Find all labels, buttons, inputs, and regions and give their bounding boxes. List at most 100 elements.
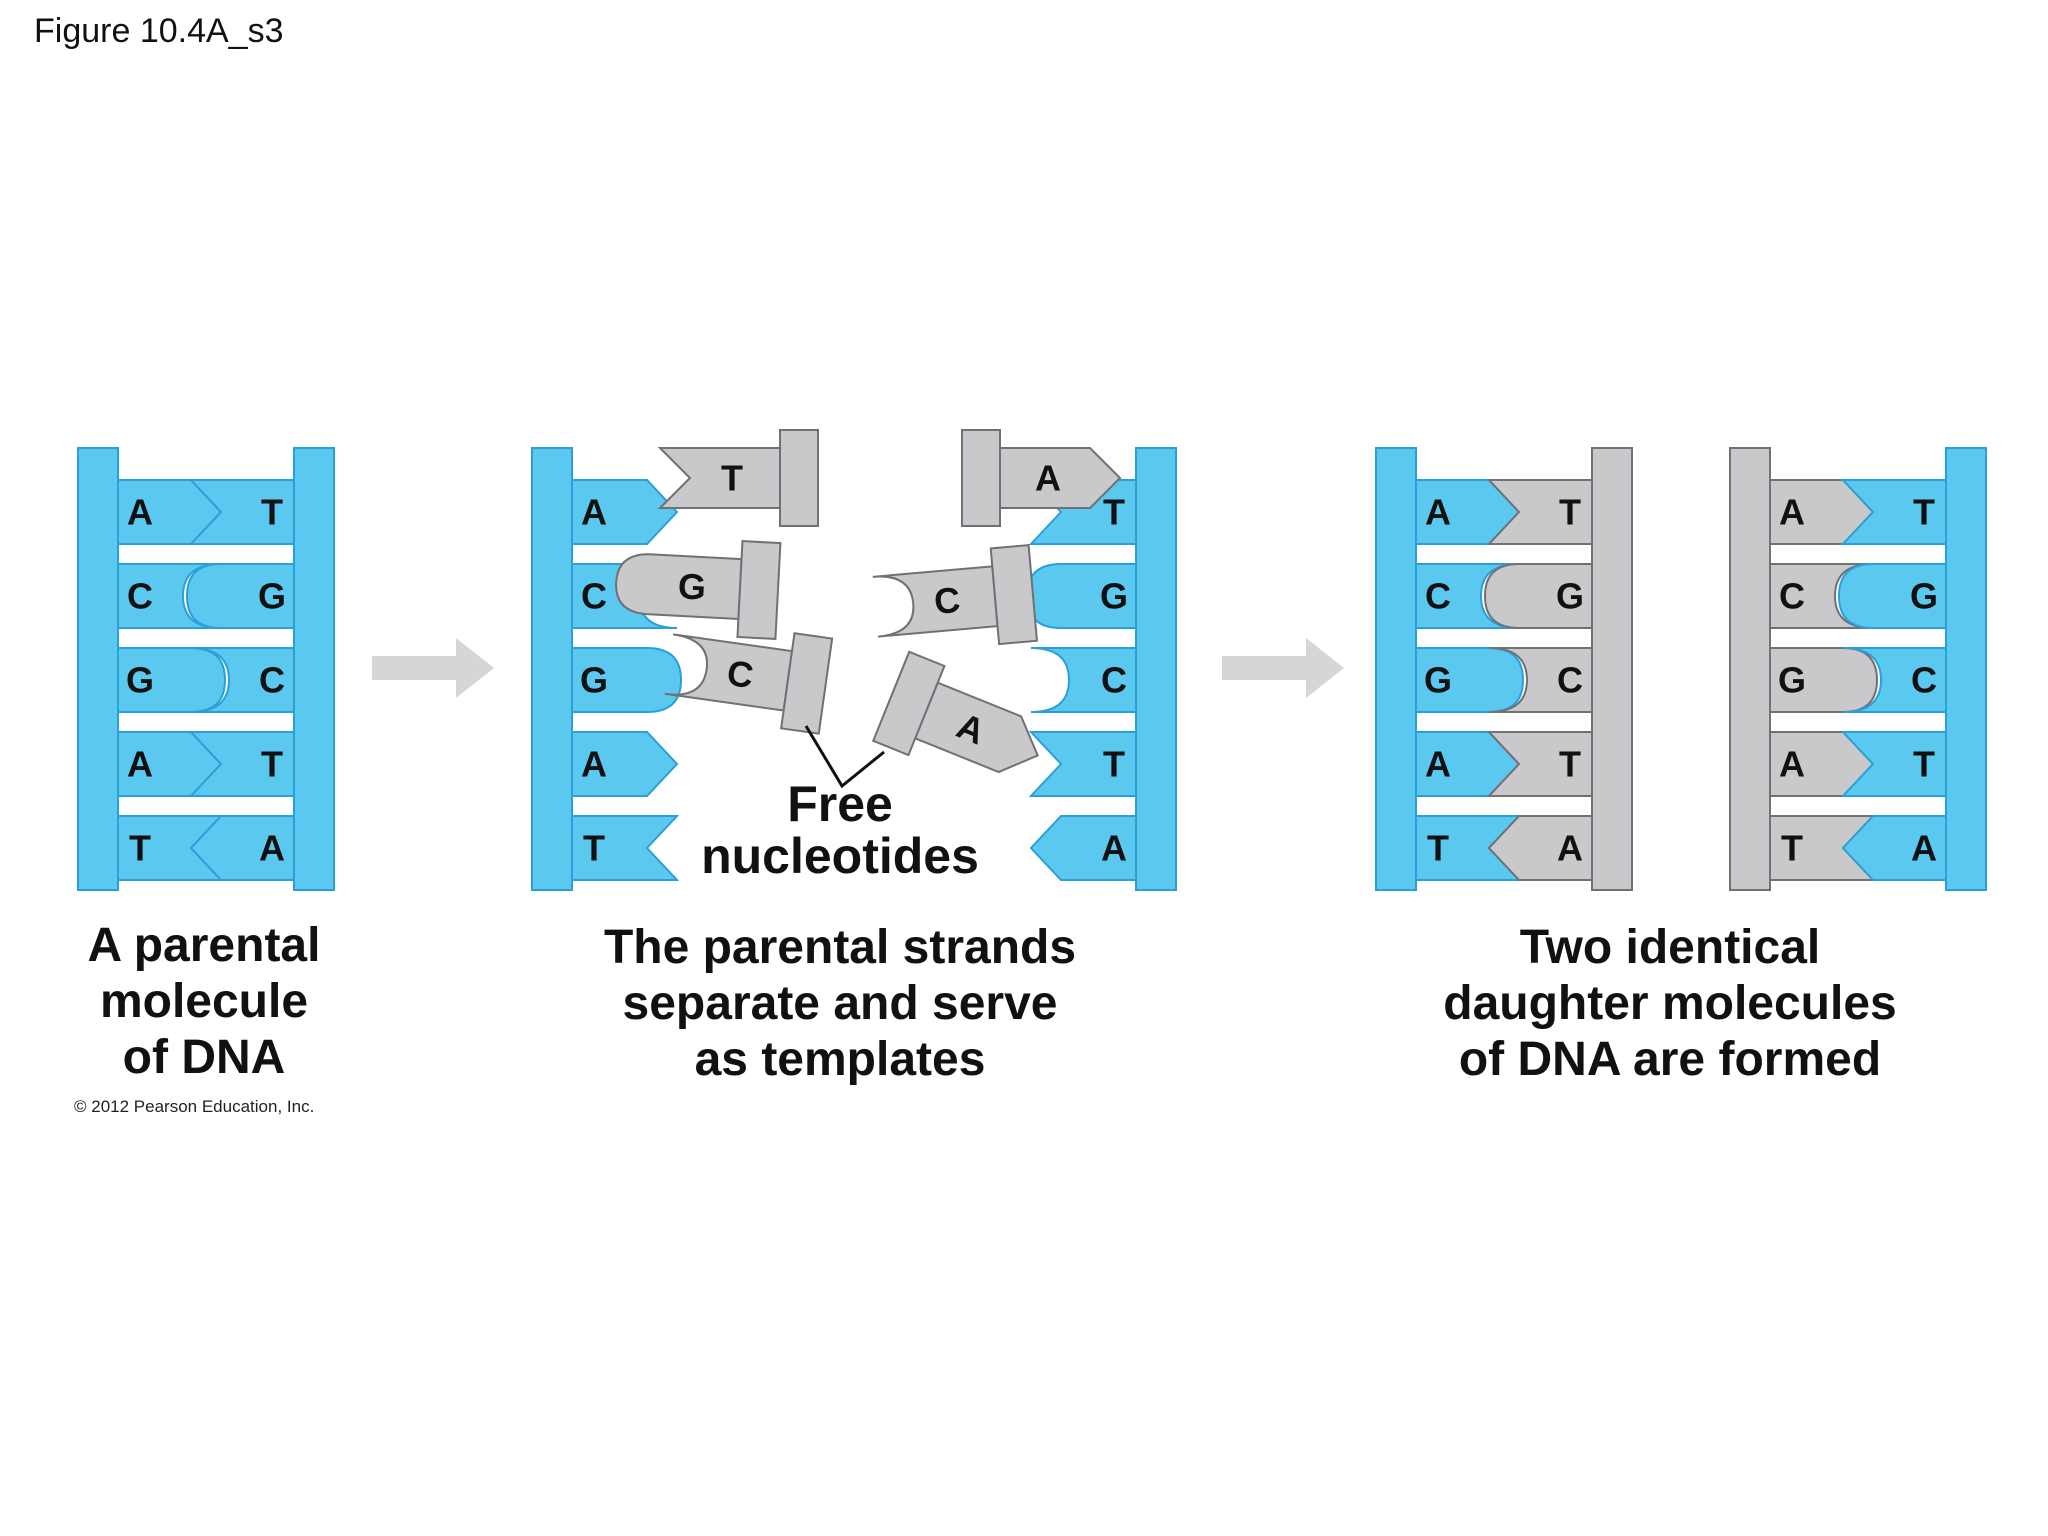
free-nucleotide: C bbox=[872, 544, 1039, 646]
process-arrows bbox=[372, 638, 1344, 698]
base-letter: T bbox=[1913, 744, 1935, 785]
free-backbone-stub bbox=[871, 650, 946, 757]
base-letter: T bbox=[583, 828, 605, 869]
base-letter: G bbox=[1778, 660, 1806, 701]
base-letter: T bbox=[1427, 828, 1449, 869]
free-nucleotides-label: Free nucleotides bbox=[680, 778, 1000, 882]
base-letter: T bbox=[1559, 744, 1581, 785]
base-letter: A bbox=[581, 744, 607, 785]
base-letter: T bbox=[261, 744, 283, 785]
base-letter: G bbox=[1424, 660, 1452, 701]
template-base-left bbox=[571, 815, 680, 881]
base-right bbox=[1840, 479, 1947, 545]
base-letter: T bbox=[1913, 492, 1935, 533]
right-arrow-icon bbox=[372, 638, 494, 698]
base-letter: G bbox=[1556, 576, 1584, 617]
caption-line: as templates bbox=[694, 1033, 986, 1086]
sugar-phosphate-backbone bbox=[293, 447, 335, 891]
free-label-line: nucleotides bbox=[701, 828, 979, 884]
caption-line: The parental strands bbox=[603, 921, 1077, 974]
template-base-right bbox=[1028, 731, 1137, 797]
base-letter: A bbox=[127, 492, 153, 533]
caption-daughter-molecules: Two identical daughter molecules of DNA … bbox=[1390, 920, 1950, 1088]
caption-line: of DNA bbox=[122, 1031, 286, 1084]
base-letter: C bbox=[1425, 576, 1451, 617]
base-letter: A bbox=[1779, 492, 1805, 533]
free-nucleotide: T bbox=[657, 429, 819, 527]
free-backbone-stub bbox=[779, 632, 834, 735]
caption-parental-molecule: A parental molecule of DNA bbox=[54, 918, 354, 1086]
base-right bbox=[1486, 479, 1593, 545]
free-nucleotide: A bbox=[871, 650, 1040, 774]
daughter-molecule-1: A T C G G C A T T A bbox=[1375, 447, 1633, 891]
copyright-notice: © 2012 Pearson Education, Inc. bbox=[74, 1097, 315, 1116]
free-backbone-stub bbox=[736, 540, 782, 641]
sugar-phosphate-backbone bbox=[1135, 447, 1177, 891]
base-letter: C bbox=[1911, 660, 1937, 701]
base-letter: G bbox=[1100, 576, 1128, 617]
base-letter: A bbox=[1425, 744, 1451, 785]
free-label-line: Free bbox=[787, 776, 893, 832]
base-right bbox=[185, 563, 295, 629]
free-nucleotide: A bbox=[961, 429, 1122, 527]
base-letter: C bbox=[1557, 660, 1583, 701]
base-right bbox=[1488, 647, 1593, 713]
base-letter: T bbox=[261, 492, 283, 533]
caption-line: of DNA are formed bbox=[1458, 1033, 1882, 1086]
free-base bbox=[872, 565, 999, 638]
base-letter: C bbox=[259, 660, 285, 701]
base-letter: A bbox=[259, 828, 285, 869]
sugar-phosphate-backbone bbox=[531, 447, 573, 891]
template-base-left bbox=[571, 731, 679, 797]
base-letter: C bbox=[1779, 576, 1805, 617]
template-base-left bbox=[571, 647, 683, 713]
base-letter: A bbox=[1035, 458, 1061, 499]
base-letter: A bbox=[1911, 828, 1937, 869]
caption-templates: The parental strands separate and serve … bbox=[560, 920, 1120, 1088]
sugar-phosphate-backbone bbox=[77, 447, 119, 891]
base-letter: C bbox=[932, 579, 961, 622]
base-right bbox=[1483, 563, 1593, 629]
base-letter: A bbox=[1101, 828, 1127, 869]
base-right bbox=[1842, 647, 1947, 713]
base-right bbox=[1840, 731, 1947, 797]
base-letter: G bbox=[677, 565, 707, 607]
free-base bbox=[664, 633, 794, 712]
base-letter: A bbox=[127, 744, 153, 785]
label-pointer bbox=[804, 725, 885, 789]
free-base bbox=[657, 447, 781, 509]
base-letter: A bbox=[1779, 744, 1805, 785]
base-right bbox=[189, 815, 295, 881]
base-letter: T bbox=[1559, 492, 1581, 533]
base-letter: G bbox=[258, 576, 286, 617]
sugar-phosphate-backbone bbox=[1945, 447, 1987, 891]
base-right bbox=[1487, 815, 1593, 881]
base-letter: A bbox=[581, 492, 607, 533]
base-letter: A bbox=[1557, 828, 1583, 869]
caption-line: daughter molecules bbox=[1443, 977, 1897, 1030]
caption-line: molecule bbox=[99, 975, 309, 1028]
base-letter: G bbox=[1910, 576, 1938, 617]
base-letter: T bbox=[721, 458, 743, 499]
base-letter: C bbox=[581, 576, 607, 617]
free-backbone-stub bbox=[779, 429, 819, 527]
base-right bbox=[1486, 731, 1593, 797]
base-letter: C bbox=[127, 576, 153, 617]
base-letter: A bbox=[1425, 492, 1451, 533]
template-base-left bbox=[571, 479, 679, 545]
free-backbone-stub bbox=[989, 544, 1039, 646]
base-letter: T bbox=[129, 828, 151, 869]
right-arrow-icon bbox=[1222, 638, 1344, 698]
caption-line: separate and serve bbox=[622, 977, 1058, 1030]
template-base-right bbox=[1029, 815, 1137, 881]
caption-line: Two identical bbox=[1519, 921, 1821, 974]
base-right bbox=[1841, 815, 1947, 881]
base-right bbox=[190, 647, 295, 713]
template-base-right bbox=[1030, 647, 1137, 713]
sugar-phosphate-backbone bbox=[1375, 447, 1417, 891]
base-right bbox=[1837, 563, 1947, 629]
base-right bbox=[188, 479, 295, 545]
